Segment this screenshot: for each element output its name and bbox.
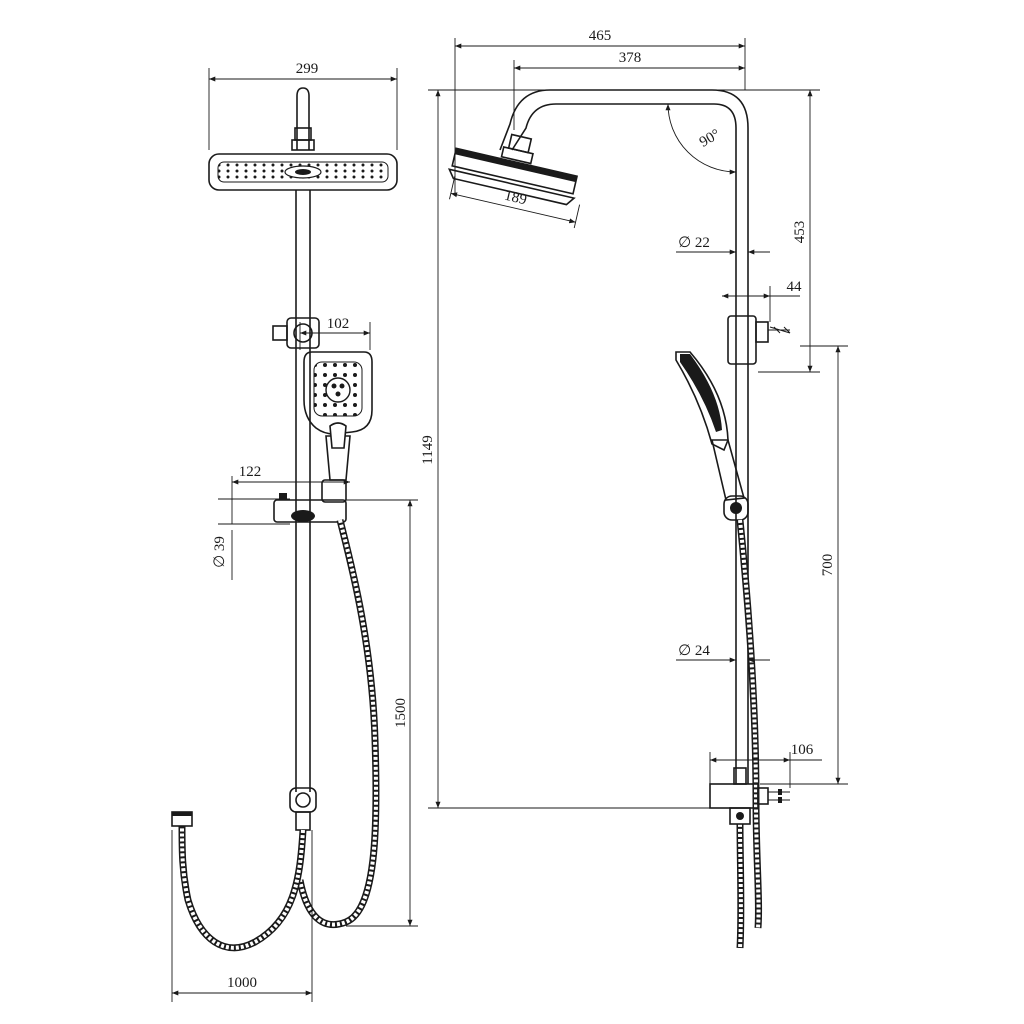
label-adjust-range: 700 bbox=[820, 554, 836, 577]
side-mixer-body bbox=[709, 767, 790, 825]
front-view: 299 102 122 ∅ 39 1500 bbox=[171, 61, 418, 1002]
side-hose bbox=[736, 519, 763, 949]
dim-bracket-offset: 44 bbox=[722, 279, 802, 322]
front-hand-shower bbox=[303, 351, 373, 481]
dim-upper-section-height: 453 bbox=[748, 89, 820, 373]
label-hose-length: 1000 bbox=[227, 975, 257, 991]
dim-overall-width: 465 bbox=[454, 28, 746, 196]
label-hand-shower-width: 102 bbox=[327, 316, 350, 332]
dim-mixer-projection: 106 bbox=[709, 742, 822, 788]
dim-holder-diameter: ∅ 39 bbox=[212, 498, 290, 580]
dim-front-head-width: 299 bbox=[208, 61, 398, 150]
label-mixer-projection: 106 bbox=[791, 742, 814, 758]
label-arm-angle: 90° bbox=[697, 126, 723, 150]
dim-upper-pipe-diameter: ∅ 22 bbox=[676, 235, 770, 255]
front-slide-holder bbox=[273, 479, 347, 523]
front-top-elbow bbox=[291, 87, 315, 151]
dim-hand-shower-width: 102 bbox=[299, 316, 371, 350]
dim-holder-projection: 122 bbox=[231, 464, 350, 500]
label-holder-diameter: ∅ 39 bbox=[212, 536, 228, 568]
label-slide-bar-hose-drop: 1500 bbox=[393, 698, 409, 728]
label-overall-height: 1149 bbox=[420, 435, 436, 464]
label-lower-pipe-diameter: ∅ 24 bbox=[678, 643, 710, 659]
front-rain-head bbox=[208, 153, 398, 191]
dim-side-head-width: 189 bbox=[449, 175, 581, 229]
label-holder-projection: 122 bbox=[239, 464, 262, 480]
label-arm-reach: 378 bbox=[619, 50, 642, 66]
front-bottom-connector bbox=[289, 787, 317, 831]
label-upper-section-height: 453 bbox=[792, 221, 808, 244]
label-overall-width: 465 bbox=[589, 28, 612, 44]
dim-adjust-range: 700 bbox=[760, 345, 848, 785]
dim-lower-pipe-diameter: ∅ 24 bbox=[676, 643, 770, 663]
side-view: 465 378 90° 189 ∅ 22 bbox=[420, 28, 848, 949]
dim-hose-length: 1000 bbox=[171, 830, 313, 1002]
side-wall-bracket bbox=[727, 315, 791, 365]
front-riser-pipe bbox=[295, 190, 311, 792]
label-front-head-width: 299 bbox=[296, 61, 319, 77]
label-bracket-offset: 44 bbox=[787, 279, 803, 295]
label-side-head-width: 189 bbox=[503, 188, 529, 209]
dim-arm-angle: 90° bbox=[665, 103, 737, 175]
dim-overall-height: 1149 bbox=[420, 89, 748, 809]
front-hose bbox=[171, 519, 380, 952]
label-upper-pipe-diameter: ∅ 22 bbox=[678, 235, 710, 251]
side-hand-shower bbox=[675, 351, 749, 521]
dim-slide-bar-hose-drop: 1500 bbox=[346, 499, 418, 927]
dim-arm-reach: 378 bbox=[513, 50, 745, 130]
